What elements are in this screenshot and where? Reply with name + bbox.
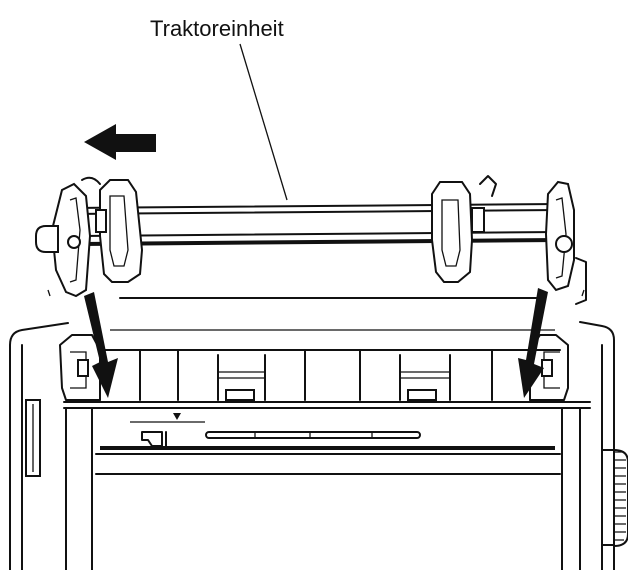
callout-leader-line <box>239 43 288 201</box>
left-arrow-icon <box>84 124 156 160</box>
tractor-unit <box>35 175 587 305</box>
down-arrow-icon <box>84 292 118 398</box>
tractor-unit-label: Traktoreinheit <box>150 16 284 41</box>
down-arrow-icon <box>518 288 548 398</box>
platen-knob <box>601 449 628 547</box>
